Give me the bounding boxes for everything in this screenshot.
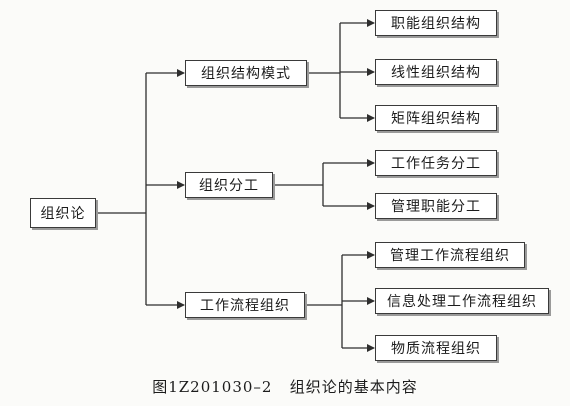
leaf-node-matrix-structure: 矩阵组织结构: [375, 105, 497, 131]
leaf-node-management-workflow: 管理工作流程组织: [375, 242, 525, 268]
figure-caption: 图1Z201030–2 组织论的基本内容: [0, 376, 570, 397]
branch-node-workflow-organization: 工作流程组织: [185, 292, 305, 318]
figure-number: 图1Z201030–2: [152, 378, 273, 396]
leaf-node-linear-structure: 线性组织结构: [375, 59, 497, 85]
branch-node-structure-mode: 组织结构模式: [185, 60, 307, 86]
leaf-node-information-workflow: 信息处理工作流程组织: [375, 288, 549, 314]
leaf-node-functional-structure: 职能组织结构: [375, 10, 497, 36]
figure-title: 组织论的基本内容: [289, 378, 418, 396]
branch-node-division-of-work: 组织分工: [185, 172, 273, 198]
leaf-node-management-function-division: 管理职能分工: [375, 193, 497, 219]
leaf-node-material-workflow: 物质流程组织: [375, 335, 497, 361]
leaf-node-task-division: 工作任务分工: [375, 150, 497, 176]
root-node: 组织论: [30, 198, 96, 228]
